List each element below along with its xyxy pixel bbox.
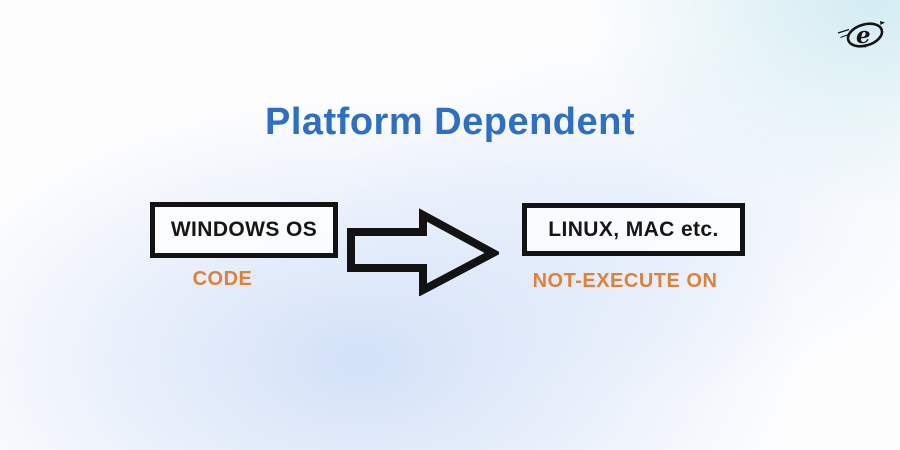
target-box: LINUX, MAC etc.: [522, 203, 745, 256]
target-caption: NOT-EXECUTE ON: [532, 270, 718, 292]
source-box-label: WINDOWS OS: [170, 218, 318, 241]
source-caption: CODE: [192, 268, 253, 290]
target-box-label: LINUX, MAC etc.: [548, 217, 719, 241]
svg-text:e: e: [856, 22, 871, 49]
source-box: WINDOWS OS: [150, 202, 338, 258]
page-title: Platform Dependent: [264, 101, 636, 143]
right-block-arrow-icon: [347, 208, 499, 296]
e-orbit-logo-icon: e: [836, 15, 892, 55]
